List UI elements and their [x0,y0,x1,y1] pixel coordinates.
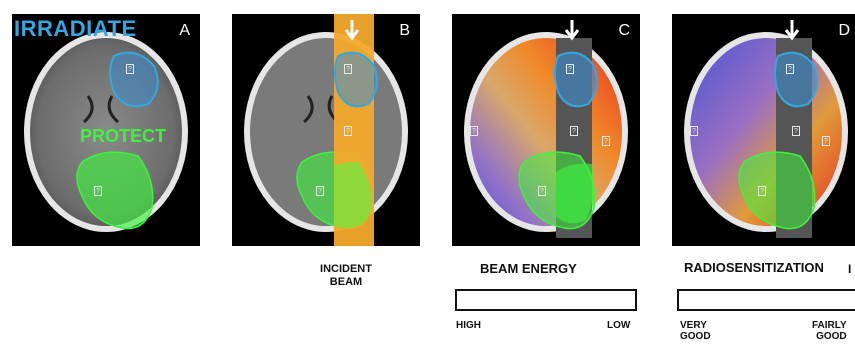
cut-off-character: I [848,262,852,276]
marker-box: ? [344,126,352,136]
irradiate-label: IRRADIATE [14,16,137,41]
tumor-target-region [334,51,378,108]
beam-energy-map [464,20,628,238]
marker-box: ? [538,186,546,196]
panel-letter-b: B [399,22,410,39]
panel-a-ct-scan: IRRADIATE PROTECT A ? ? [12,14,200,246]
marker-box: ? [126,64,134,74]
marker-box: ? [792,126,800,136]
radiosens-left-line2: GOOD [680,331,711,342]
incident-beam-line2: BEAM [329,276,363,288]
radiosensitization-title: RADIOSENSITIZATION [684,260,824,275]
marker-box: ? [758,186,766,196]
marker-box: ? [690,126,698,136]
arrow-down-icon [784,20,800,41]
tumor-target-region [774,51,818,108]
panel-d-radiosensitization: D ? ? ? ? ? [672,14,855,246]
radiosens-right-line2: GOOD [816,331,847,342]
incident-beam-caption: INCIDENT BEAM [296,263,396,289]
ventricles [82,95,120,124]
panel-letter-d: D [838,22,850,39]
beam-energy-high-label: HIGH [456,320,481,331]
radiosens-right-line1: FAIRLY [812,320,847,331]
radiosens-very-good-label: VERY GOOD [680,320,711,342]
tumor-target-region [554,51,598,108]
radiosensitization-map [684,20,848,238]
marker-box: ? [470,126,478,136]
radiosens-left-line1: VERY [680,320,707,331]
beam-energy-title: BEAM ENERGY [480,261,577,276]
panel-b-incident-beam: B ? ? ? [232,14,420,246]
beam-energy-scale-box [455,289,637,311]
marker-box: ? [316,186,324,196]
protected-region [738,151,816,230]
protected-region [518,151,596,230]
marker-box: ? [602,136,610,146]
protected-region-under-beam [334,162,372,229]
incident-beam-line1: INCIDENT [320,263,372,275]
brain-ct-image [244,14,408,246]
tumor-target-region [109,51,159,108]
panel-letter-c: C [618,22,630,39]
marker-box: ? [344,64,352,74]
marker-box: ? [570,126,578,136]
marker-box: ? [566,64,574,74]
marker-box: ? [786,64,794,74]
protect-label: PROTECT [80,126,167,146]
marker-box: ? [94,186,102,196]
radiosens-fairly-good-label: FAIRLY GOOD [812,320,847,342]
protected-region [76,151,154,230]
arrow-down-icon [564,20,580,41]
marker-box: ? [822,136,830,146]
arrow-down-icon [344,20,360,41]
panel-letter-a: A [179,22,190,39]
brain-ct-image [24,32,188,232]
panel-c-beam-energy: C ? ? ? ? ? [452,14,640,246]
radiosensitization-scale-box [677,289,855,311]
beam-energy-low-label: LOW [607,320,631,331]
